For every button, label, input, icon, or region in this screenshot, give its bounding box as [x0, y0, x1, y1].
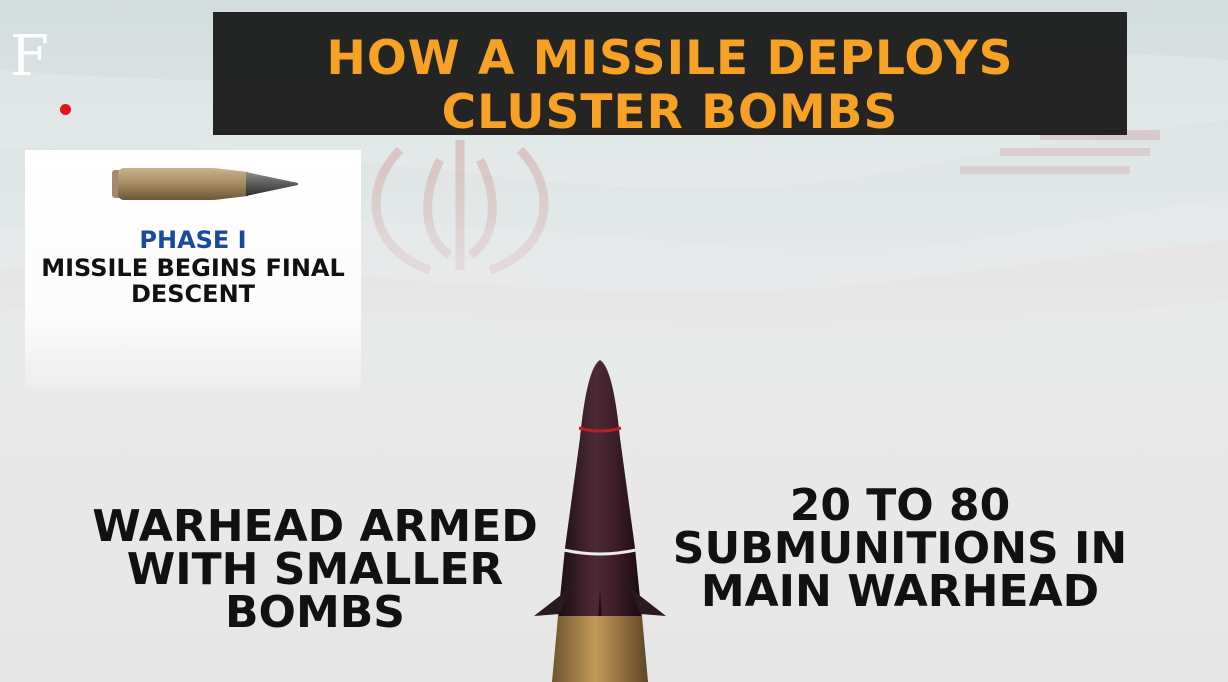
title-line-1: HOW A MISSILE DEPLOYS — [326, 31, 1014, 86]
left-caption: WARHEAD ARMED WITH SMALLER BOMBS — [60, 501, 570, 638]
left-caption-line: BOMBS — [225, 587, 405, 638]
right-caption-line: MAIN WARHEAD — [700, 566, 1100, 617]
missile-icon — [112, 168, 298, 200]
left-caption-line: WITH SMALLER — [126, 544, 504, 595]
logo-dot — [60, 104, 71, 115]
left-caption-line: WARHEAD ARMED — [92, 501, 538, 552]
title-line-2: CLUSTER BOMBS — [441, 85, 899, 140]
right-caption: 20 TO 80 SUBMUNITIONS IN MAIN WARHEAD — [650, 480, 1150, 617]
warhead-illustration — [534, 360, 666, 682]
title-banner: HOW A MISSILE DEPLOYS CLUSTER BOMBS — [213, 12, 1127, 140]
phase-description-line-2: DESCENT — [130, 280, 256, 308]
right-caption-line: SUBMUNITIONS IN — [672, 523, 1128, 574]
brand-logo: F — [10, 24, 71, 115]
phase-card: PHASE I MISSILE BEGINS FINAL DESCENT — [25, 150, 361, 390]
right-caption-line: 20 TO 80 — [789, 480, 1011, 531]
logo-letter: F — [10, 24, 49, 89]
phase-label: PHASE I — [139, 226, 247, 254]
phase-description-line-1: MISSILE BEGINS FINAL — [41, 254, 345, 282]
